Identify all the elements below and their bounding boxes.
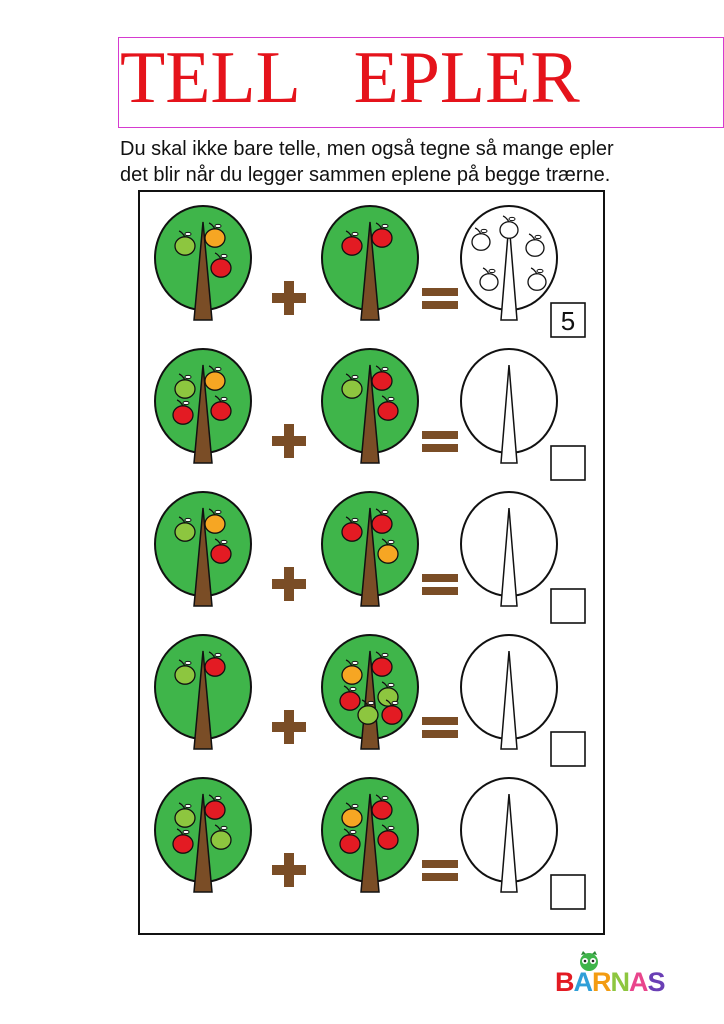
instructions: Du skal ikke bare telle, men også tegne … xyxy=(120,136,720,188)
logo-letter: S xyxy=(647,967,666,997)
instruction-line-1: Du skal ikke bare telle, men også tegne … xyxy=(120,138,614,160)
logo-text: BARNAS xyxy=(555,967,666,998)
logo-letter: A xyxy=(629,967,648,997)
logo-letter: B xyxy=(555,967,574,997)
logo-letter: R xyxy=(592,967,611,997)
worksheet-frame xyxy=(138,190,605,935)
logo-letter: N xyxy=(610,967,630,997)
instruction-line-2: det blir når du legger sammen eplene på … xyxy=(120,164,611,186)
logo-letter: A xyxy=(573,967,593,997)
page-title: TELL EPLER xyxy=(120,37,580,119)
barnas-logo: BARNAS xyxy=(555,950,666,1000)
owl-icon xyxy=(580,951,598,971)
